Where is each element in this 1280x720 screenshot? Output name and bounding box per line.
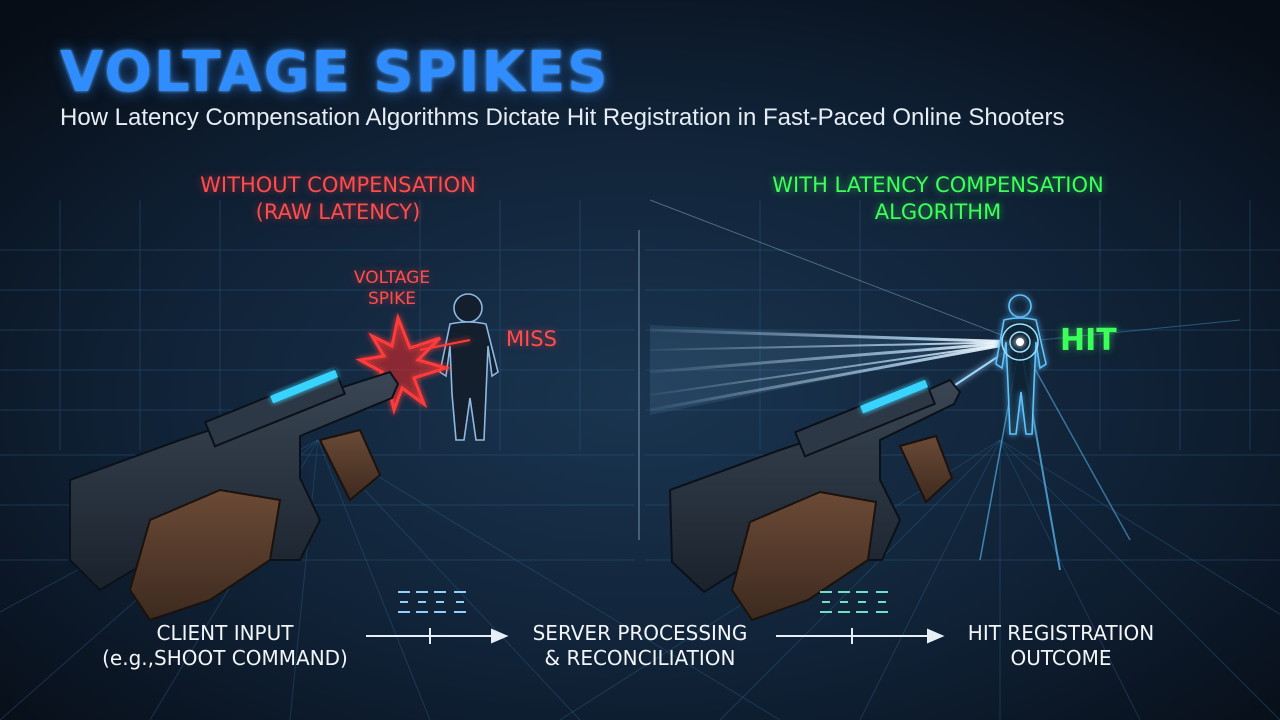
- right-panel-title: WITH LATENCY COMPENSATION ALGORITHM: [728, 172, 1148, 226]
- arrow-2-head: [927, 628, 945, 644]
- voltage-spike-label-line2: SPIKE: [368, 289, 416, 309]
- right-panel-title-line2: ALGORITHM: [874, 200, 1002, 224]
- grid-right: [559, 200, 1280, 720]
- packet-glyph-1: [398, 591, 466, 613]
- page-subtitle: How Latency Compensation Algorithms Dict…: [60, 104, 1065, 131]
- left-panel-title-line2: (RAW LATENCY): [255, 200, 421, 224]
- flow-arrows: [366, 628, 945, 644]
- voltage-spike-label: VOLTAGE SPIKE: [330, 268, 454, 310]
- flow-step1-line2: (e.g.,SHOOT COMMAND): [102, 646, 348, 670]
- flow-step-hit-registration: HIT REGISTRATION OUTCOME: [936, 621, 1186, 671]
- flow-step-server-processing: SERVER PROCESSING & RECONCILIATION: [500, 621, 780, 671]
- voltage-spike-label-line1: VOLTAGE: [353, 268, 431, 288]
- hit-label: HIT: [1060, 323, 1117, 358]
- flow-step3-line2: OUTCOME: [1010, 646, 1112, 670]
- packet-glyph-2: [820, 591, 888, 613]
- data-packets: [398, 591, 888, 613]
- right-panel-title-line1: WITH LATENCY COMPENSATION: [772, 173, 1104, 197]
- flow-step2-line1: SERVER PROCESSING: [532, 621, 748, 645]
- target-silhouette-right: [995, 294, 1047, 435]
- rifle-right: [668, 378, 962, 622]
- flow-step3-line1: HIT REGISTRATION: [967, 621, 1155, 645]
- rifle-left: [69, 368, 400, 622]
- target-silhouette-left: [439, 293, 499, 441]
- left-panel-title: WITHOUT COMPENSATION (RAW LATENCY): [168, 172, 508, 226]
- left-panel-title-line1: WITHOUT COMPENSATION: [200, 173, 476, 197]
- flow-step2-line2: & RECONCILIATION: [544, 646, 736, 670]
- miss-label: MISS: [506, 327, 557, 351]
- voltage-spike-icon: [355, 312, 471, 416]
- compensation-beams: [649, 199, 1241, 571]
- arrow-1-head: [491, 628, 509, 644]
- flow-step-client-input: CLIENT INPUT (e.g.,SHOOT COMMAND): [80, 621, 370, 671]
- page-title: VOLTAGE SPIKES: [60, 40, 610, 105]
- flow-step1-line1: CLIENT INPUT: [156, 621, 294, 645]
